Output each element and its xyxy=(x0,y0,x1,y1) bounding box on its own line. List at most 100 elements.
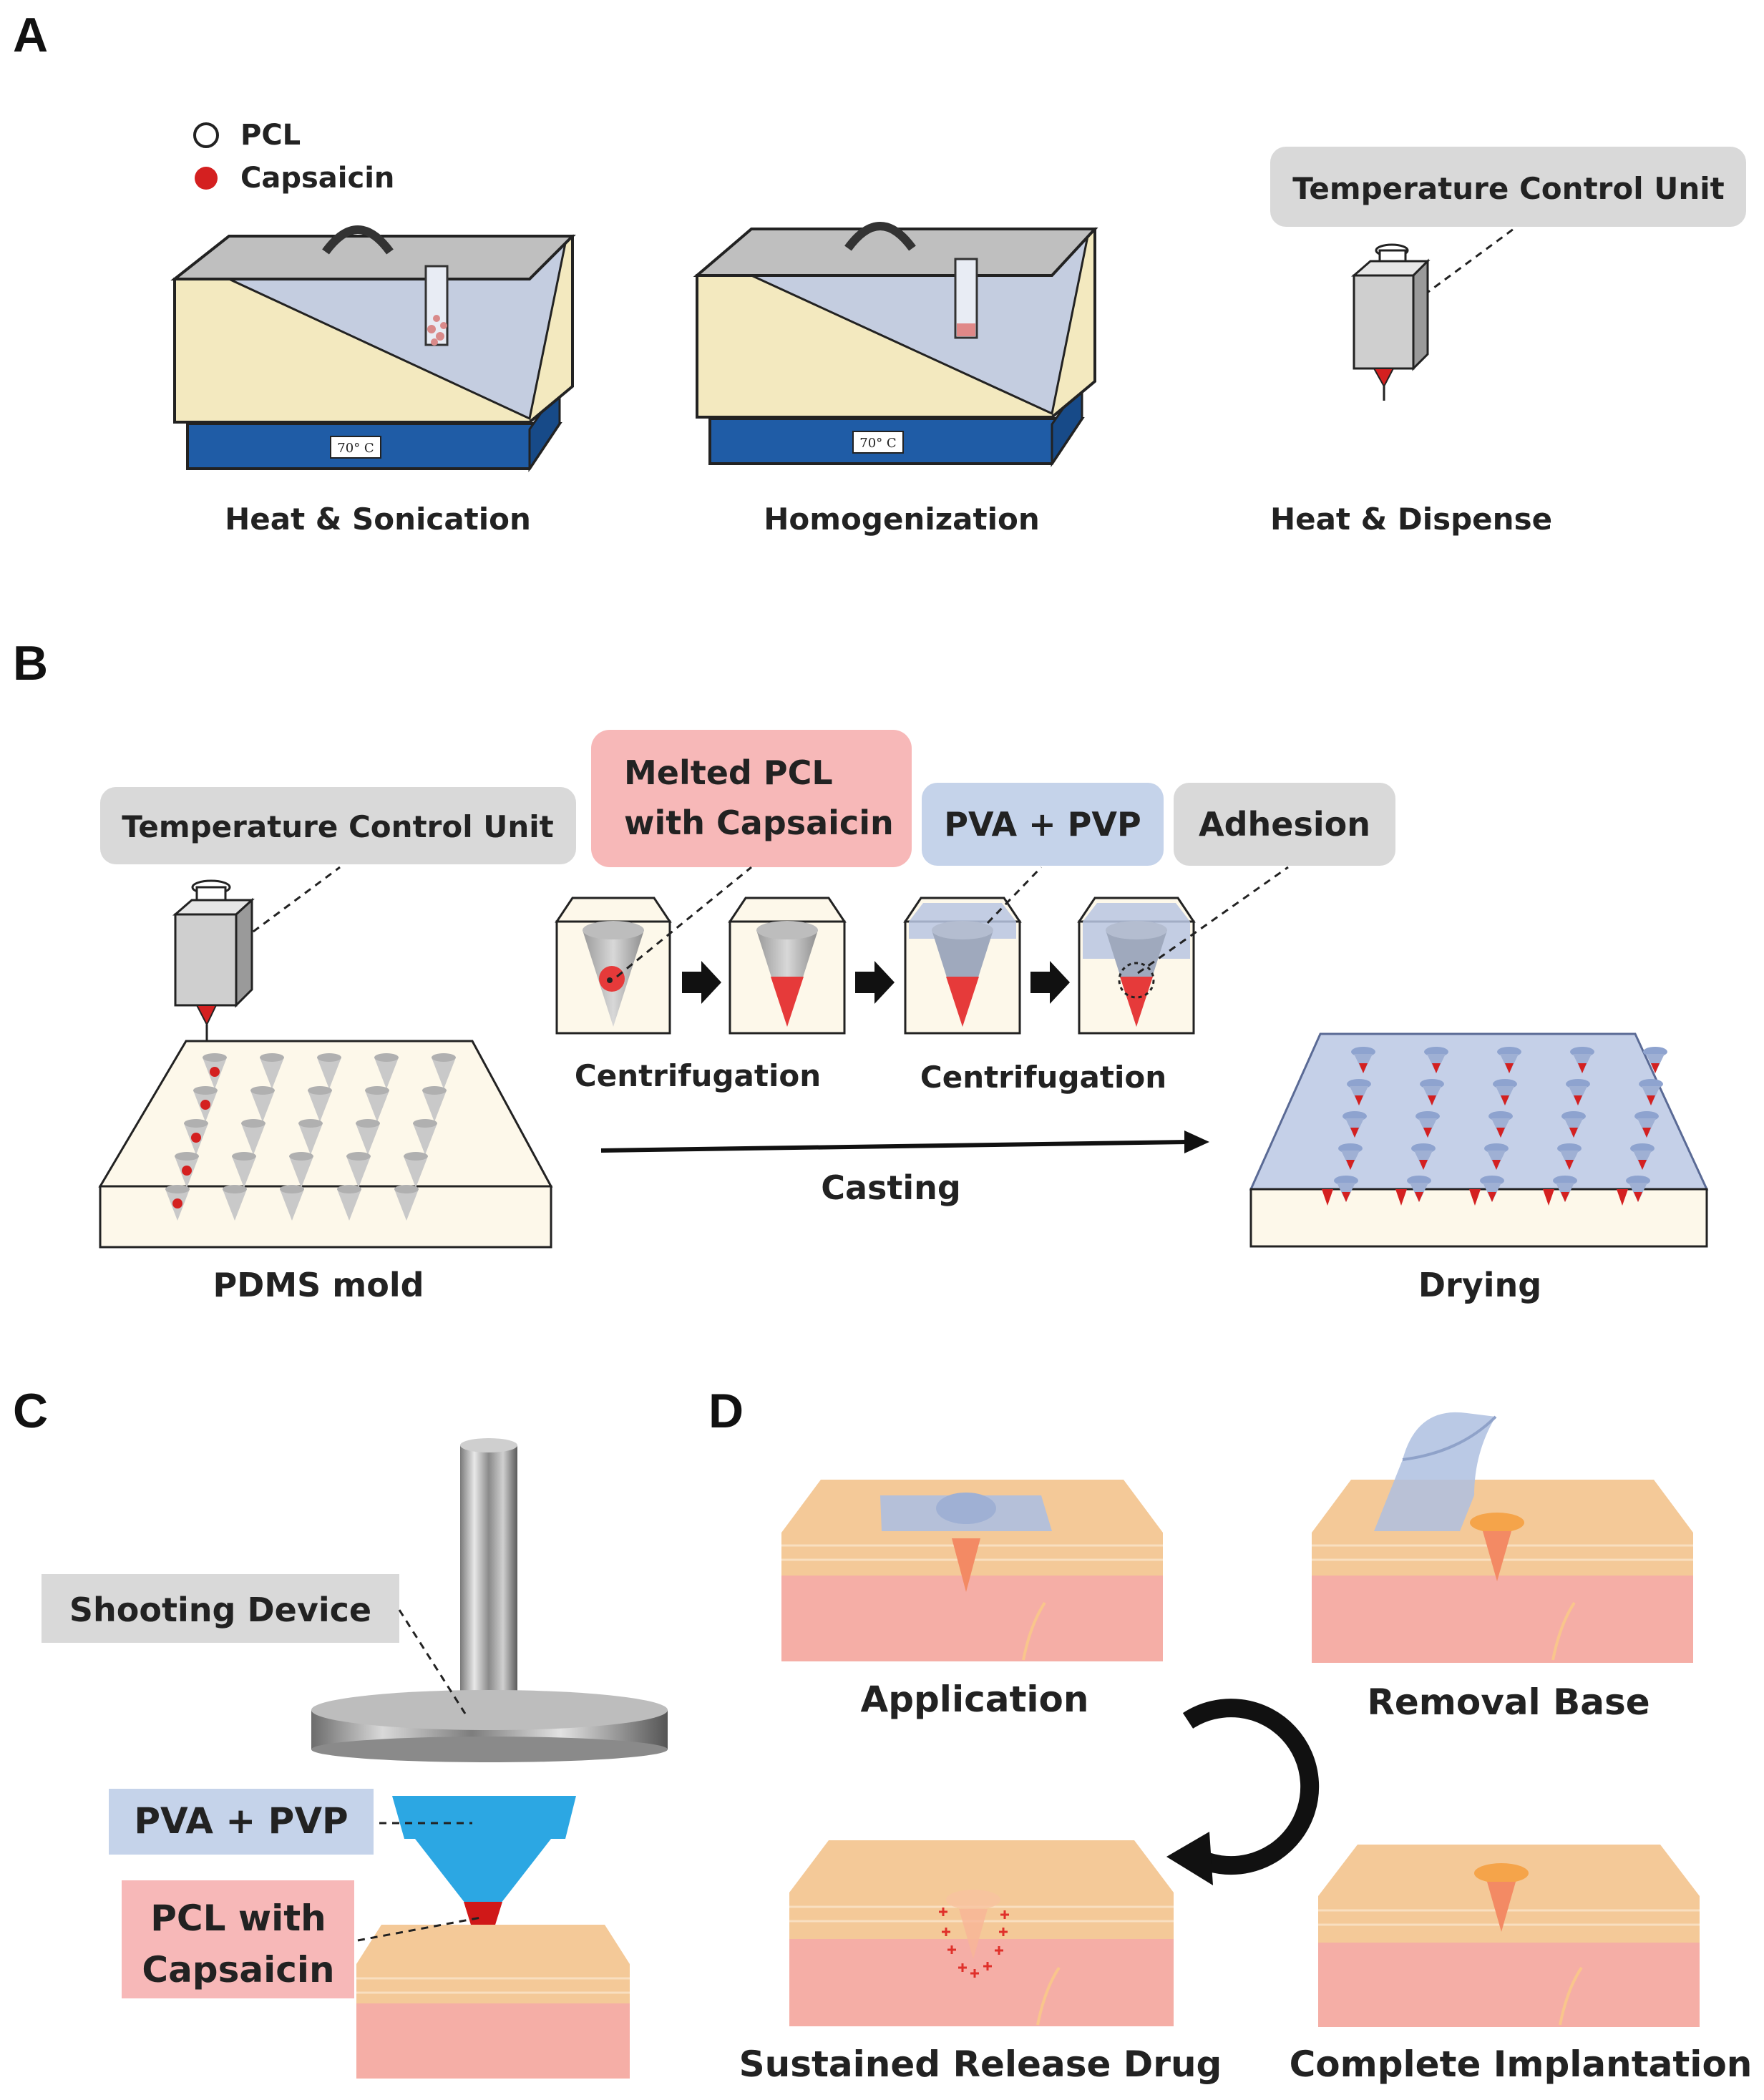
tcu-label-box-b xyxy=(100,787,576,864)
patch-microneedle xyxy=(1334,1176,1358,1202)
pva-pvp-label-c: PVA + PVP xyxy=(134,1800,348,1842)
patch-microneedle xyxy=(1484,1143,1509,1170)
pcl-capsaicin-label-box-c xyxy=(122,1880,354,1998)
temperature-control-unit-b xyxy=(172,866,341,1041)
patch-microneedle xyxy=(1561,1111,1586,1138)
shooting-device-label: Shooting Device xyxy=(69,1591,371,1629)
dried-patch xyxy=(1249,1032,1709,1248)
caption-centrifugation-2: Centrifugation xyxy=(920,1060,1166,1095)
patch-microneedle xyxy=(1338,1143,1363,1170)
panel-label-b: B xyxy=(13,636,48,690)
patch-microneedle xyxy=(1553,1176,1577,1202)
caption-sustained-release: Sustained Release Drug xyxy=(739,2043,1222,2085)
patch-tip xyxy=(1322,1189,1333,1206)
caption-pdms-mold: PDMS mold xyxy=(213,1266,424,1304)
patch-microneedle xyxy=(1347,1079,1371,1105)
drug-release-marker xyxy=(939,1908,947,1916)
mold-cavity xyxy=(250,1086,275,1122)
patch-microneedle xyxy=(1643,1047,1667,1073)
bath2-display: 70° C xyxy=(859,436,896,451)
pva-pvp-label-box-b xyxy=(922,783,1164,866)
pva-pvp-label-b: PVA + PVP xyxy=(944,805,1141,844)
adhesion-label: Adhesion xyxy=(1199,805,1370,844)
caption-complete-implantation: Complete Implantation xyxy=(1290,2043,1753,2085)
pcl-capsaicin-label-c-line2: Capsaicin xyxy=(142,1949,334,1991)
patch-microneedle xyxy=(1407,1176,1431,1202)
mold-cavity xyxy=(422,1086,447,1122)
patch-tip xyxy=(1543,1189,1554,1206)
capsaicin-legend-marker xyxy=(195,167,218,190)
cycle-arrow xyxy=(1166,1699,1320,1885)
patch-microneedle xyxy=(1497,1047,1521,1073)
mold-cavity xyxy=(241,1119,265,1155)
step-box-2 xyxy=(728,897,847,1035)
pcl-legend-marker xyxy=(193,122,219,148)
pcl-capsaicin-label-c-line1: PCL with xyxy=(150,1898,326,1939)
step-box-4 xyxy=(1077,897,1196,1035)
patch-microneedle xyxy=(1570,1047,1594,1073)
legend-capsaicin: Capsaicin xyxy=(240,162,394,195)
mold-cavity xyxy=(404,1152,428,1188)
patch-microneedle xyxy=(1639,1079,1663,1105)
mold-cavity xyxy=(203,1053,227,1089)
drug-release-marker xyxy=(958,1963,967,1972)
mold-cavity xyxy=(165,1185,190,1221)
adhesion-leader xyxy=(1137,866,1289,975)
shooting-device xyxy=(311,1438,668,1762)
centrifugation-steps xyxy=(555,866,1289,1035)
drug-release-marker xyxy=(999,1928,1008,1936)
patch-tip xyxy=(1395,1189,1407,1206)
melted-pcl-label-line2: with Capsaicin xyxy=(624,804,894,842)
panel-label-c: C xyxy=(13,1384,48,1438)
mold-cone-array xyxy=(165,1053,456,1221)
patch-tip xyxy=(1617,1189,1628,1206)
mold-cavity xyxy=(308,1086,332,1122)
mold-cavity xyxy=(432,1053,456,1089)
microneedle-single xyxy=(392,1796,576,1964)
mold-cavity xyxy=(280,1185,304,1221)
patch-microneedle xyxy=(1415,1111,1440,1138)
arrow-1 xyxy=(682,961,721,1004)
step-box-3 xyxy=(903,897,1022,1035)
sonication-bath: 70° C xyxy=(170,225,576,472)
skin-removal-base xyxy=(1312,1412,1693,1663)
caption-homogenization: Homogenization xyxy=(764,502,1040,537)
adhesion-label-box xyxy=(1174,783,1395,866)
legend-pcl: PCL xyxy=(240,119,301,152)
released-drug-markers xyxy=(939,1908,1009,1978)
patch-microneedle xyxy=(1557,1143,1582,1170)
bath1-display: 70° C xyxy=(337,441,374,456)
mold-cavity xyxy=(317,1053,341,1089)
patch-microneedle xyxy=(1630,1143,1655,1170)
patch-tip xyxy=(1469,1189,1481,1206)
pcl-capsaicin-leader-c xyxy=(357,1916,482,1942)
mold-cavity xyxy=(394,1185,419,1221)
shooting-device-label-box xyxy=(42,1574,399,1643)
tcu-label-a: Temperature Control Unit xyxy=(1292,171,1724,206)
casting-arrow xyxy=(600,1130,1209,1153)
mold-cavity xyxy=(337,1185,361,1221)
legend: PCL Capsaicin xyxy=(193,119,394,195)
caption-casting: Casting xyxy=(821,1168,961,1207)
drug-release-marker xyxy=(942,1928,950,1936)
patch-microneedle xyxy=(1420,1079,1444,1105)
skin-application xyxy=(781,1480,1163,1661)
caption-removal-base: Removal Base xyxy=(1367,1681,1650,1723)
mold-cavity xyxy=(232,1152,256,1188)
caption-heat-dispense: Heat & Dispense xyxy=(1270,502,1552,537)
homogenization-bath: 70° C xyxy=(693,222,1098,467)
mold-cavity xyxy=(289,1152,313,1188)
drug-release-marker xyxy=(983,1962,992,1970)
tcu-label-box-a xyxy=(1270,147,1746,227)
melted-leader xyxy=(616,866,752,978)
drug-release-marker xyxy=(947,1945,956,1954)
mold-cavity xyxy=(356,1119,380,1155)
patch-microneedle xyxy=(1626,1176,1650,1202)
mold-cavity xyxy=(184,1119,208,1155)
mold-cavity xyxy=(223,1185,247,1221)
melted-pcl-label-box xyxy=(591,730,912,867)
mold-cavity xyxy=(298,1119,323,1155)
skin-sustained-release xyxy=(789,1840,1174,2026)
skin-complete-implantation xyxy=(1318,1845,1700,2027)
drug-release-marker xyxy=(970,1969,979,1978)
